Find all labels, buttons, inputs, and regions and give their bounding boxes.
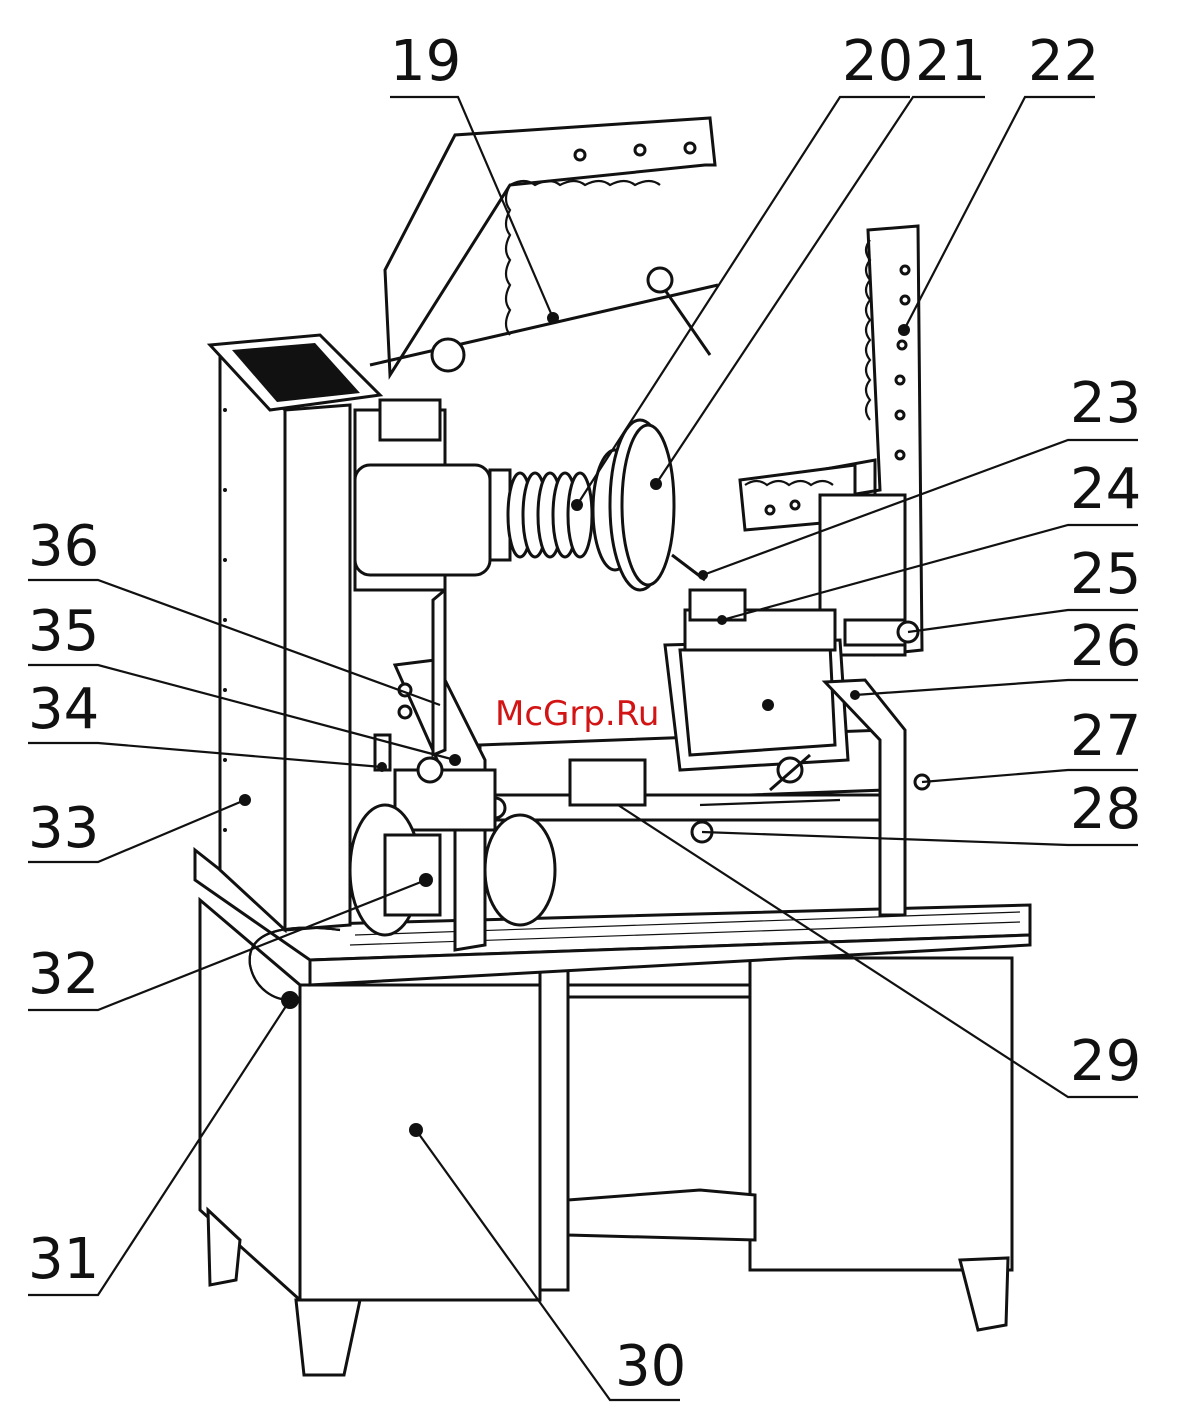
callout-23: 23 [1070,371,1141,436]
callout-29: 29 [1070,1029,1141,1094]
watermark: McGrp.Ru [495,694,659,734]
callout-36: 36 [28,514,99,579]
callout-34: 34 [28,677,99,742]
callout-25: 25 [1070,542,1141,607]
callout-27: 27 [1070,704,1141,769]
machine-drawing [195,118,1030,1375]
callout-33: 33 [28,796,99,861]
callout-21: 21 [915,29,986,94]
callout-30: 30 [615,1334,686,1399]
callout-19: 19 [390,29,461,94]
callout-24: 24 [1070,457,1141,522]
callout-31: 31 [28,1227,99,1292]
upper-arm [370,118,718,440]
callout-32: 32 [28,942,99,1007]
callout-28: 28 [1070,777,1141,842]
callout-20: 20 [842,29,913,94]
callout-35: 35 [28,599,99,664]
callout-22: 22 [1028,29,1099,94]
callout-26: 26 [1070,614,1141,679]
